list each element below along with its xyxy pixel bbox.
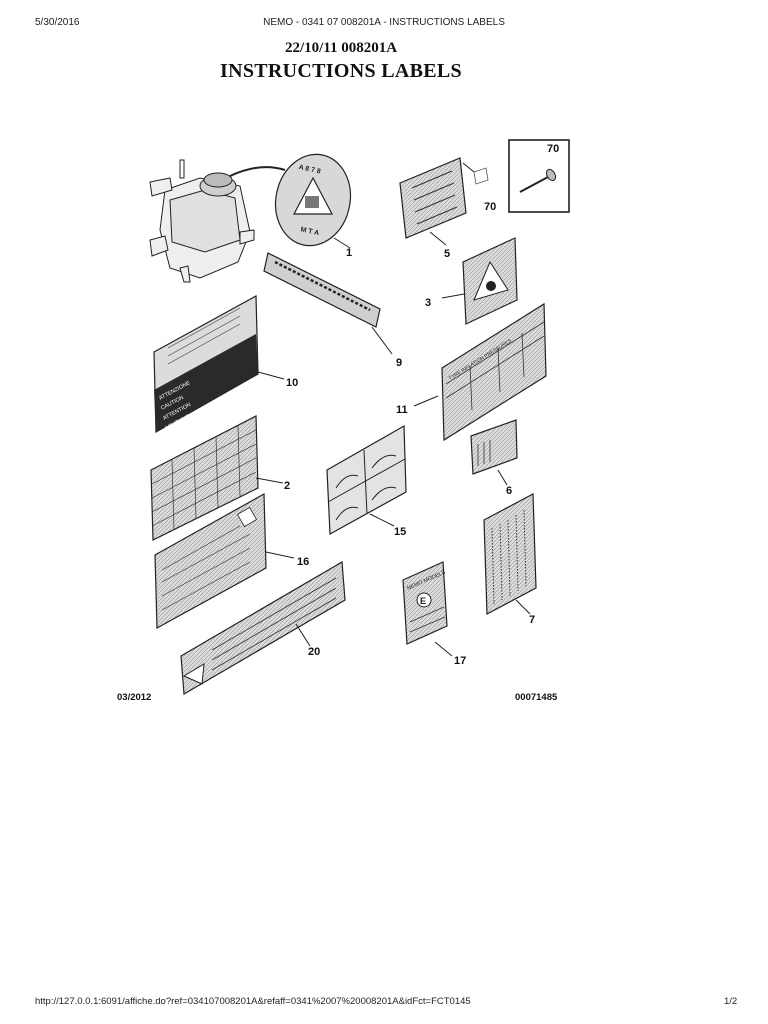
leader-lines <box>255 231 531 657</box>
svg-text:M T A: M T A <box>300 226 320 237</box>
callout-1: 1 <box>346 247 352 259</box>
callout-5: 5 <box>444 248 450 260</box>
drawing-date-code: 03/2012 <box>117 692 152 703</box>
callout-20: 20 <box>308 646 320 658</box>
callout-17: 17 <box>454 655 466 667</box>
perforated-plate-illustration <box>399 157 489 239</box>
small-plate-illustration <box>470 419 518 475</box>
caution-strip-illustration <box>180 560 346 696</box>
callout-9: 9 <box>396 357 402 369</box>
nemo-e-mark: E <box>420 596 426 606</box>
text-plate-illustration <box>154 492 267 630</box>
nemo-models-plate-illustration: NEMO MODELS E <box>402 561 448 645</box>
document-reference: 22/10/11 008201A <box>284 40 398 56</box>
callout-15: 15 <box>394 526 406 538</box>
document-title: INSTRUCTIONS LABELS <box>220 60 462 82</box>
callout-11: 11 <box>396 404 408 416</box>
callout-6: 6 <box>506 485 512 497</box>
svg-text:A 8 7 8: A 8 7 8 <box>298 164 321 176</box>
callout-70-box: 70 <box>547 143 559 155</box>
callout-16: 16 <box>297 556 309 568</box>
attention-label-illustration: ATTENZIONE CAUTION ATTENTION ACHTUNG <box>153 295 259 434</box>
print-header-title: NEMO - 0341 07 008201A - INSTRUCTIONS LA… <box>263 17 505 28</box>
strip-label-illustration <box>263 252 381 328</box>
callout-3: 3 <box>425 297 431 309</box>
pictogram-label-illustration <box>326 424 407 535</box>
coolant-reservoir-illustration <box>149 159 286 283</box>
grid-table-label-illustration <box>150 415 259 541</box>
callout-2: 2 <box>284 480 290 492</box>
triangle-warning-label-illustration <box>462 237 518 325</box>
drawing-number: 00071485 <box>515 692 558 703</box>
callout-7: 7 <box>529 614 535 626</box>
page-number: 1/2 <box>724 996 738 1007</box>
tyre-pressure-label-illustration: TYRE INFLATION PRESSURES <box>441 302 547 442</box>
dotted-list-label-illustration <box>483 493 537 615</box>
callout-70: 70 <box>484 201 496 213</box>
callout-10: 10 <box>286 377 298 389</box>
print-date: 5/30/2016 <box>35 17 80 28</box>
cap-label-illustration: A 8 7 8 M T A <box>274 153 352 247</box>
print-url: http://127.0.0.1:6091/affiche.do?ref=034… <box>35 996 471 1007</box>
rivet-detail-box <box>508 139 570 213</box>
